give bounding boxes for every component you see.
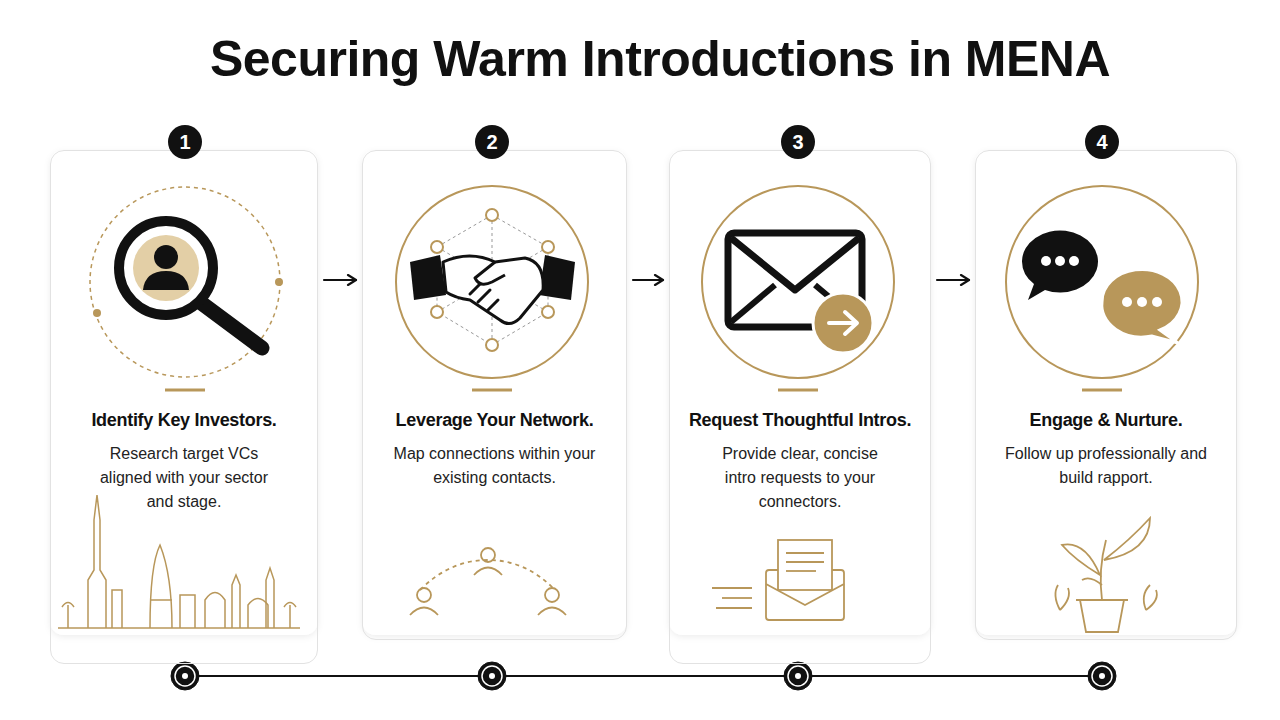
step-description: Research target VCs aligned with your se… <box>89 442 279 514</box>
diagram-title: Securing Warm Introductions in MENA <box>0 30 1280 88</box>
step-number: 2 <box>475 125 509 159</box>
step-heading: Engage & Nurture. <box>984 409 1228 432</box>
step-card: Identify Key Investors. Research target V… <box>50 150 318 664</box>
card-text: Request Thoughtful Intros. Provide clear,… <box>670 409 930 514</box>
people-group <box>410 548 566 615</box>
card-ground <box>50 150 1237 635</box>
step-number: 4 <box>1085 125 1119 159</box>
step-heading: Leverage Your Network. <box>371 409 618 432</box>
skyline <box>58 495 300 628</box>
step-description: Follow up professionally and build rappo… <box>996 442 1216 490</box>
step-description: Map connections within your existing con… <box>385 442 605 490</box>
step-description: Provide clear, concise intro requests to… <box>705 442 895 514</box>
flow-arrow <box>937 279 969 281</box>
letter-envelope <box>712 540 844 620</box>
step-heading: Identify Key Investors. <box>59 409 309 432</box>
step-card: Engage & Nurture. Follow up professionall… <box>975 150 1237 640</box>
card-text: Leverage Your Network. Map connections wi… <box>363 409 626 490</box>
step-number: 3 <box>781 125 815 159</box>
card-text: Identify Key Investors. Research target V… <box>51 409 317 514</box>
flow-arrow <box>324 279 356 281</box>
plant <box>1055 518 1156 632</box>
timeline <box>171 662 1116 690</box>
step-heading: Request Thoughtful Intros. <box>678 409 922 432</box>
step-card: Request Thoughtful Intros. Provide clear,… <box>669 150 931 664</box>
envelope-icon <box>702 186 894 390</box>
flow-arrow <box>633 279 663 281</box>
magnifier-icon <box>90 187 283 390</box>
chat-icon <box>1006 186 1198 390</box>
step-number: 1 <box>168 125 202 159</box>
card-text: Engage & Nurture. Follow up professionall… <box>976 409 1236 490</box>
handshake-icon <box>396 186 588 390</box>
step-card: Leverage Your Network. Map connections wi… <box>362 150 627 640</box>
